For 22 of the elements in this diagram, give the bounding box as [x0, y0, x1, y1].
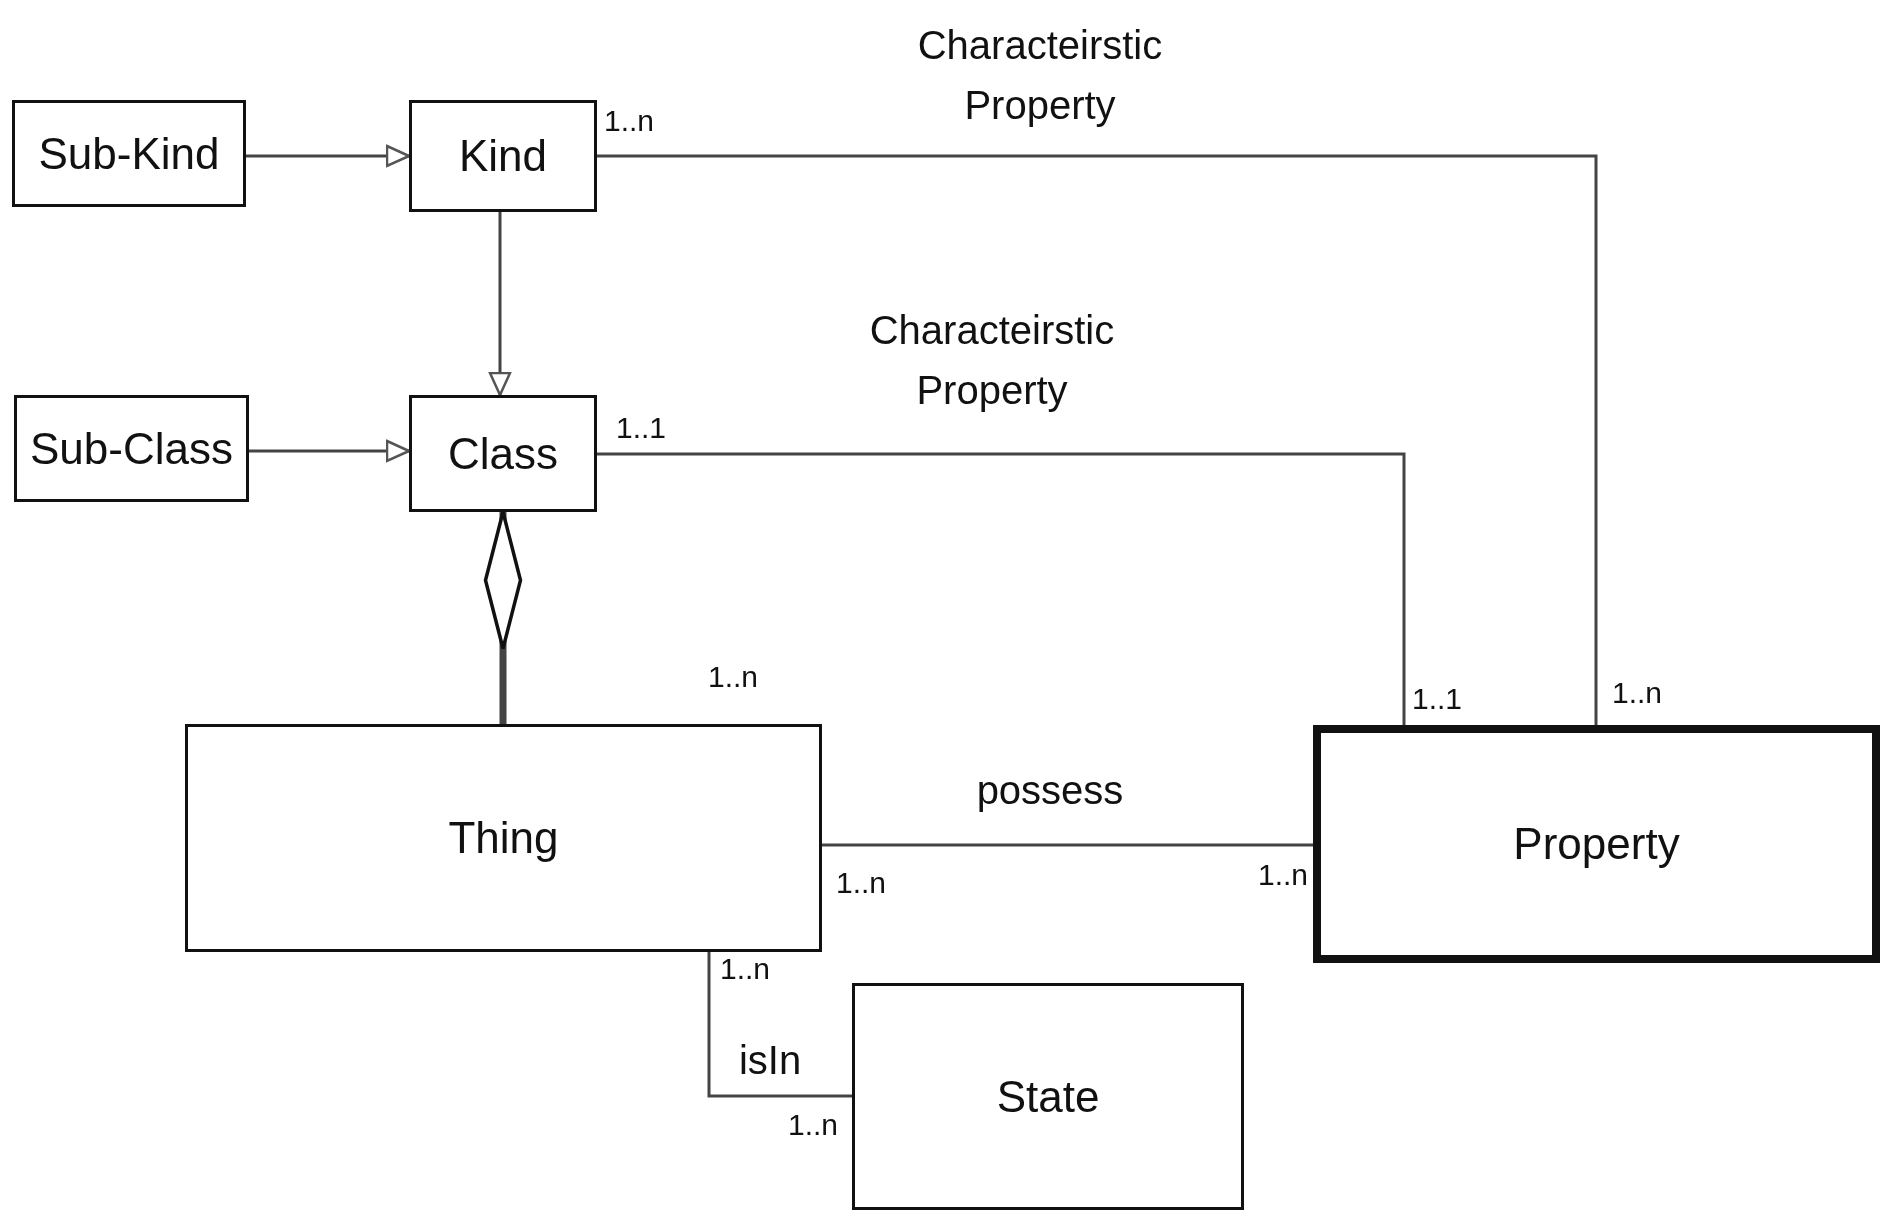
class-name: Sub-Kind	[38, 128, 220, 179]
class-box	[1313, 725, 1880, 963]
association-line	[597, 452, 1406, 725]
class-box	[409, 395, 597, 512]
association-line	[597, 154, 1598, 725]
aggregation-line	[483, 510, 523, 724]
generalization-arrow	[249, 439, 411, 463]
class-name: Class	[448, 428, 558, 479]
class-name: Kind	[458, 131, 548, 181]
class-box	[12, 100, 246, 207]
class-box	[409, 100, 597, 212]
generalization-arrow	[246, 144, 411, 168]
class-box	[852, 983, 1244, 1210]
class-box	[185, 724, 822, 952]
generalization-arrow	[488, 212, 512, 397]
association-line	[707, 952, 852, 1098]
class-name: Sub-Class	[30, 423, 233, 474]
class-name: Property	[1513, 819, 1680, 869]
association-line	[822, 843, 1313, 847]
class-box	[14, 395, 249, 502]
class-name: State	[996, 1071, 1100, 1122]
class-name: Thing	[448, 813, 559, 863]
